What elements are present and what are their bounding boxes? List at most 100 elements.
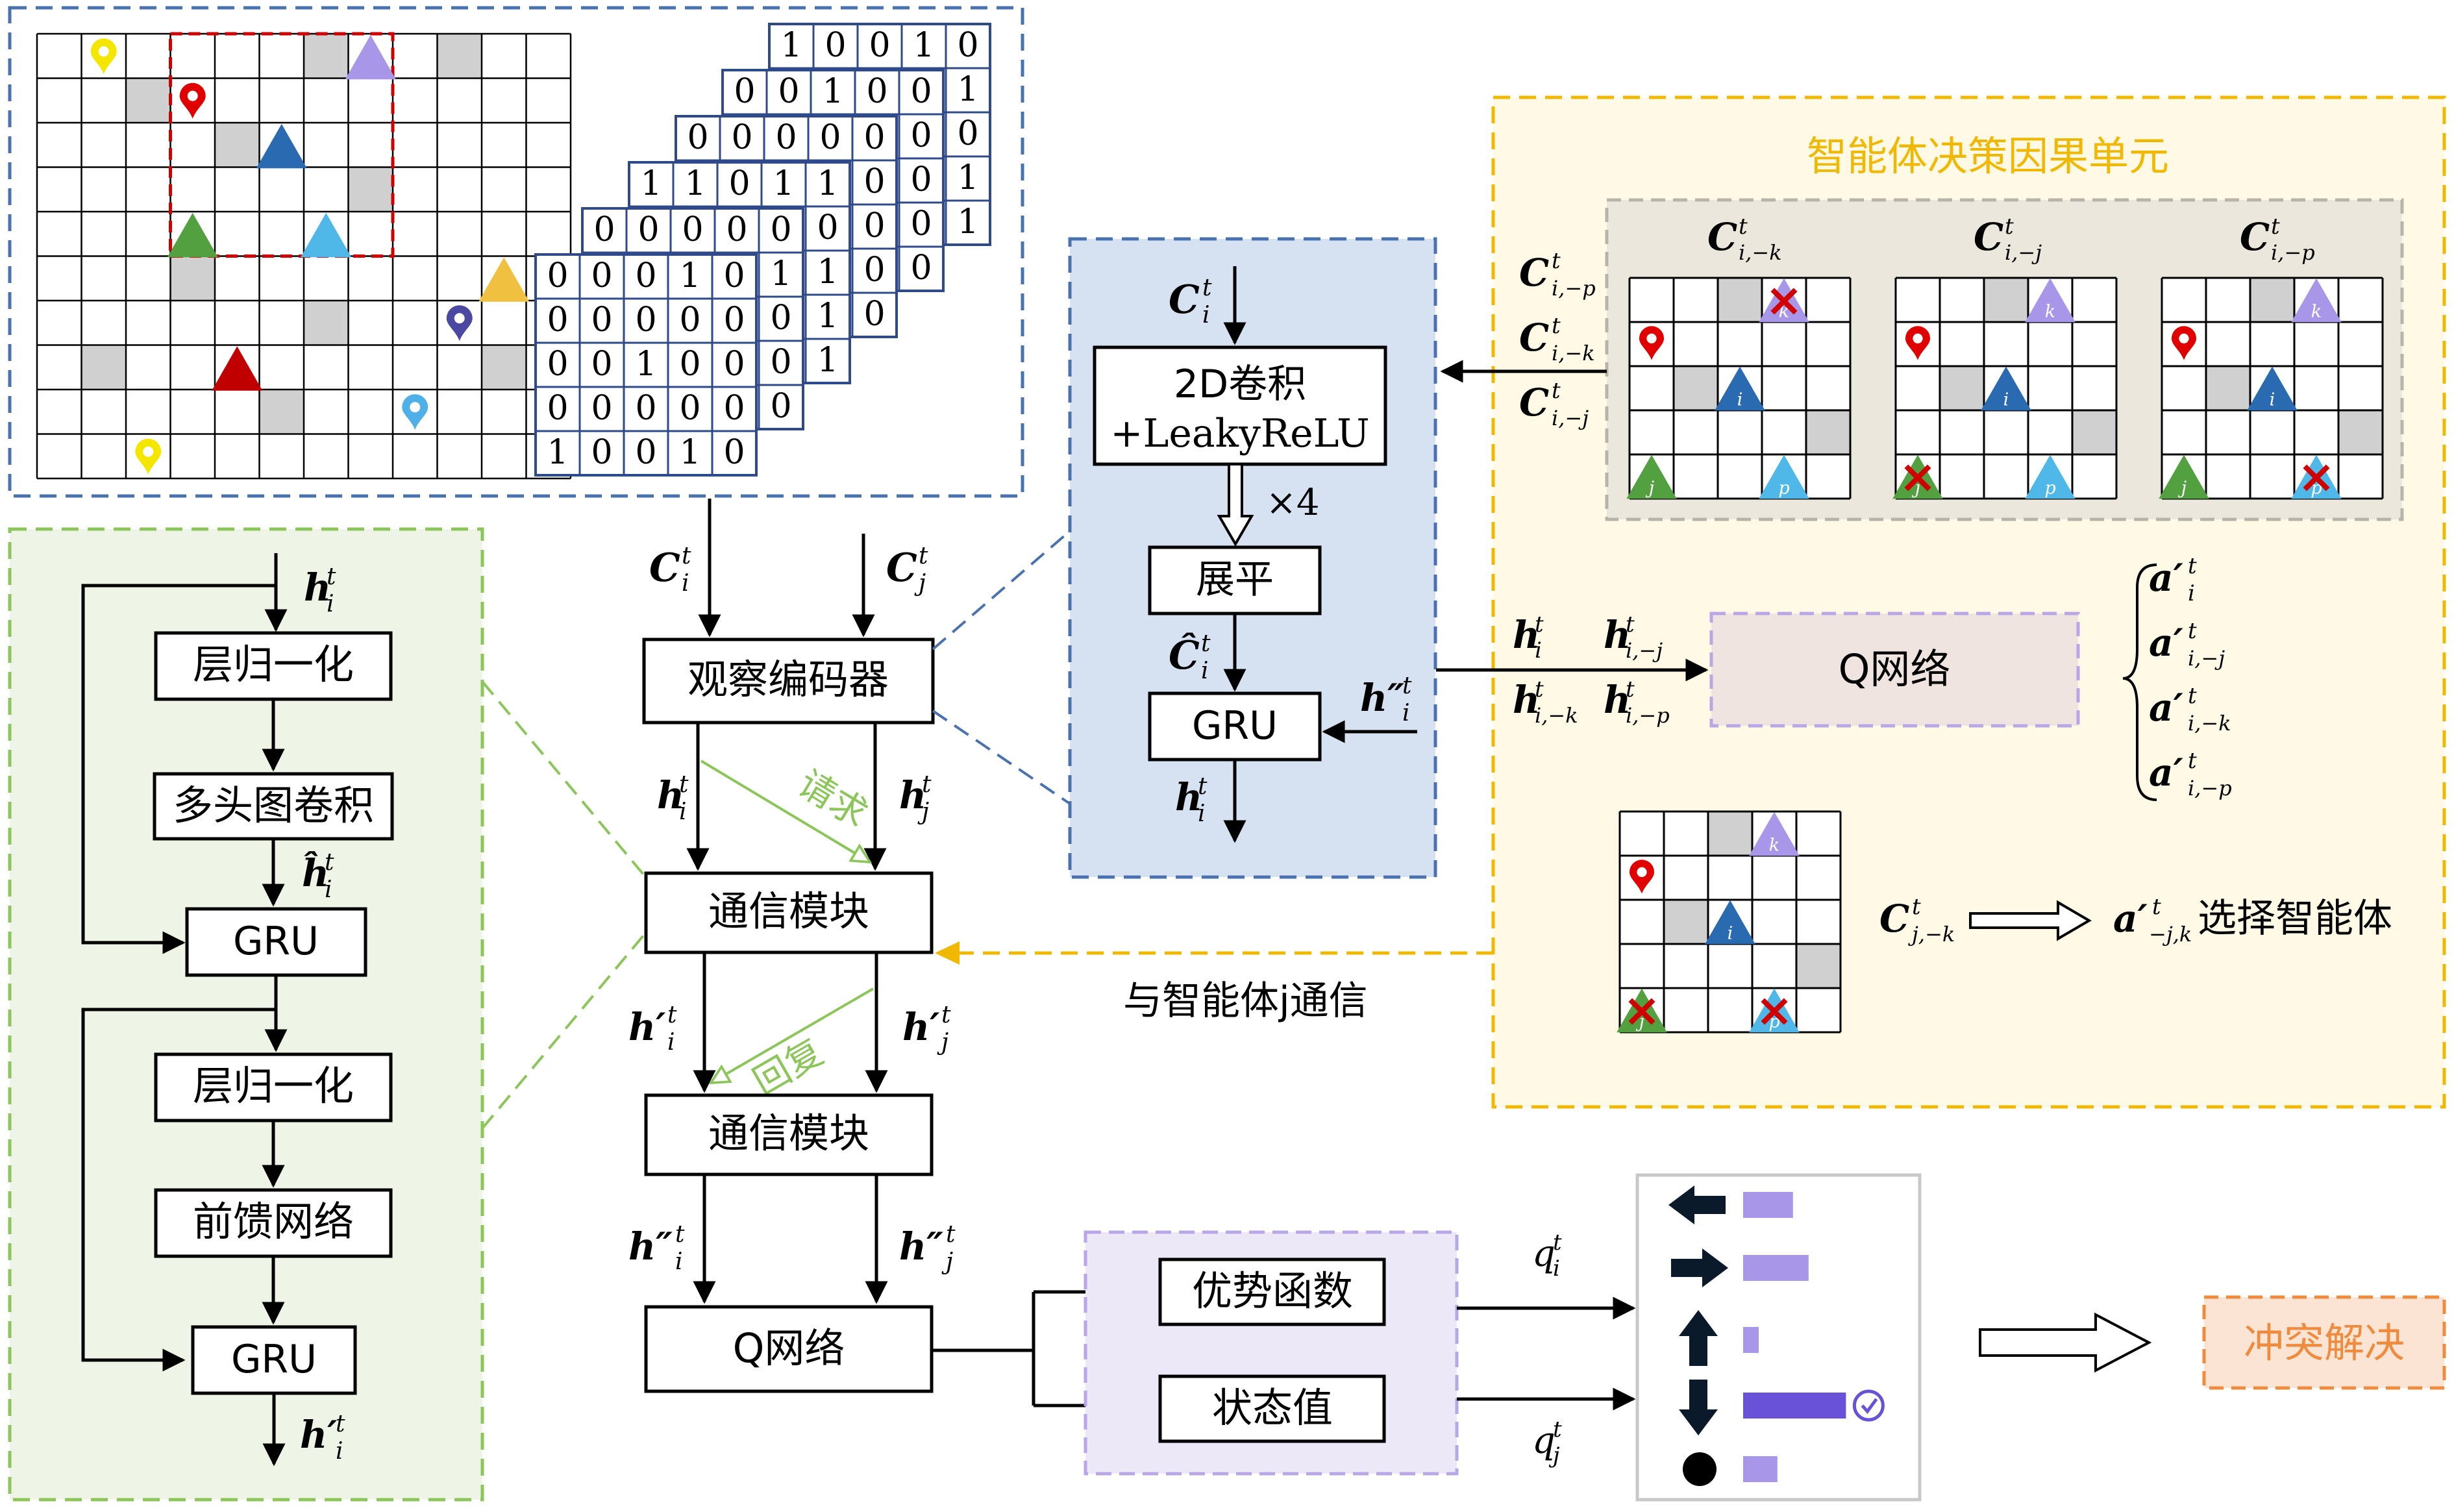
obstacle-cell xyxy=(437,34,482,79)
binary-digit: 0 xyxy=(775,118,797,157)
svg-text:i,−j: i,−j xyxy=(1552,406,1589,430)
binary-digit: 1 xyxy=(635,345,656,384)
agent-letter: i xyxy=(1737,390,1743,410)
goal-pin xyxy=(2171,326,2197,360)
binary-digit: 1 xyxy=(822,72,843,111)
hj-label: h t j xyxy=(899,771,932,825)
binary-digit: 0 xyxy=(591,433,612,472)
binary-digit: 0 xyxy=(687,118,708,157)
gru-1-label: GRU xyxy=(233,919,319,964)
comm-module-2-label: 通信模块 xyxy=(708,1109,869,1157)
binary-digit: 0 xyxy=(635,389,656,428)
hpp-label: h″ t i xyxy=(1360,673,1412,726)
binary-digit: 0 xyxy=(819,118,841,157)
advantage-label: 优势函数 xyxy=(1192,1267,1353,1315)
svg-text:t: t xyxy=(946,1221,956,1248)
svg-text:t: t xyxy=(1535,612,1544,638)
svg-text:C: C xyxy=(1519,316,1549,360)
svg-text:i: i xyxy=(682,570,689,597)
binary-digit: 0 xyxy=(723,389,745,428)
comm-with-agent-label: 与智能体j通信 xyxy=(1123,978,1368,1024)
leaky-relu-label: +LeakyReLU xyxy=(1110,411,1369,456)
obstacle-cell xyxy=(1806,410,1850,454)
selected-check-icon xyxy=(1852,1389,1885,1422)
binary-digit: 1 xyxy=(773,164,794,203)
binary-digit: 0 xyxy=(869,26,890,65)
svg-text:t: t xyxy=(1198,773,1208,800)
svg-text:i: i xyxy=(1202,302,1210,328)
agent-p: p xyxy=(1759,454,1809,499)
binary-digit: 0 xyxy=(591,256,612,295)
action-value-bar xyxy=(1743,1327,1759,1353)
svg-text:i: i xyxy=(1535,638,1542,663)
svg-text:i: i xyxy=(1402,700,1410,726)
binary-digit: 0 xyxy=(824,26,846,65)
svg-text:a′: a′ xyxy=(2149,750,2183,795)
binary-digit: 0 xyxy=(863,162,885,201)
obstacle-cell xyxy=(2338,410,2383,454)
removed-agent-mark xyxy=(1761,998,1788,1025)
svg-text:h: h xyxy=(657,773,684,817)
request-label: 请求 xyxy=(791,762,874,836)
goal-pin-red xyxy=(179,82,206,119)
binary-digit: 1 xyxy=(957,158,978,197)
a-i-label: a′ t i xyxy=(2149,553,2197,606)
svg-text:i: i xyxy=(667,1029,675,1056)
binary-digit: 1 xyxy=(957,203,978,242)
c-ik-label: C t i,−k xyxy=(1519,313,1595,366)
binary-digit: 0 xyxy=(770,343,791,382)
right-arrow-icon xyxy=(1671,1248,1728,1287)
svg-text:t: t xyxy=(327,564,336,590)
binary-digit: 1 xyxy=(913,26,934,65)
binary-digit: 0 xyxy=(770,210,791,249)
svg-text:C: C xyxy=(1519,380,1549,425)
svg-text:−j,k: −j,k xyxy=(2149,922,2192,947)
svg-text:t: t xyxy=(675,1221,685,1248)
svg-text:i,−j: i,−j xyxy=(1626,638,1663,663)
binary-digit: 1 xyxy=(957,70,978,109)
svg-text:i,−j: i,−j xyxy=(2005,240,2042,265)
svg-text:i,−k: i,−k xyxy=(1552,341,1595,366)
binary-digit: 1 xyxy=(817,297,838,336)
svg-text:t: t xyxy=(336,1411,345,1437)
layer-norm-2-label: 层归一化 xyxy=(193,1062,354,1109)
agent-red xyxy=(212,346,263,391)
comm-module-flow: h t i 层归一化 多头图卷积 ĥ t i GRU 层归一化 前馈网络 GRU xyxy=(81,553,394,1467)
comm-output-label: h′ t i xyxy=(300,1411,345,1465)
action-value-bar xyxy=(1743,1456,1778,1482)
comm-input-label: h t i xyxy=(304,564,336,617)
svg-text:i,−p: i,−p xyxy=(2188,776,2232,800)
svg-text:i: i xyxy=(1198,800,1206,827)
obstacle-cell xyxy=(2206,366,2250,410)
repeat-arrow xyxy=(1217,463,1254,547)
select-arrow xyxy=(1969,900,2092,941)
svg-text:h′: h′ xyxy=(902,1005,939,1049)
svg-text:h″: h″ xyxy=(1360,676,1404,720)
svg-text:a′: a′ xyxy=(2149,556,2183,600)
svg-text:h′: h′ xyxy=(300,1413,337,1457)
agent-k: k xyxy=(2025,278,2076,323)
binary-layer xyxy=(534,253,758,477)
svg-text:C: C xyxy=(2240,215,2270,259)
agent-green xyxy=(167,212,218,258)
svg-text:t: t xyxy=(2188,553,2197,579)
q-network-label: Q网络 xyxy=(733,1324,845,1372)
obstacle-cell xyxy=(1796,944,1840,988)
layer-norm-1-label: 层归一化 xyxy=(193,641,354,688)
stay-icon xyxy=(1683,1452,1717,1486)
binary-digit: 0 xyxy=(635,301,656,340)
c-jk-label: C t j,−k xyxy=(1879,894,1955,947)
agent-letter: p xyxy=(2044,478,2055,499)
comm-module-1-label: 通信模块 xyxy=(708,887,869,935)
goal-pin-navy xyxy=(446,305,473,341)
goal-pin-yellow xyxy=(90,38,117,75)
svg-text:t: t xyxy=(1553,1417,1562,1443)
agent-letter: i xyxy=(2003,390,2009,410)
svg-text:i,−k: i,−k xyxy=(1535,703,1578,728)
svg-text:i: i xyxy=(1553,1256,1560,1282)
svg-text:t: t xyxy=(667,1002,677,1028)
svg-text:t: t xyxy=(1552,313,1561,339)
